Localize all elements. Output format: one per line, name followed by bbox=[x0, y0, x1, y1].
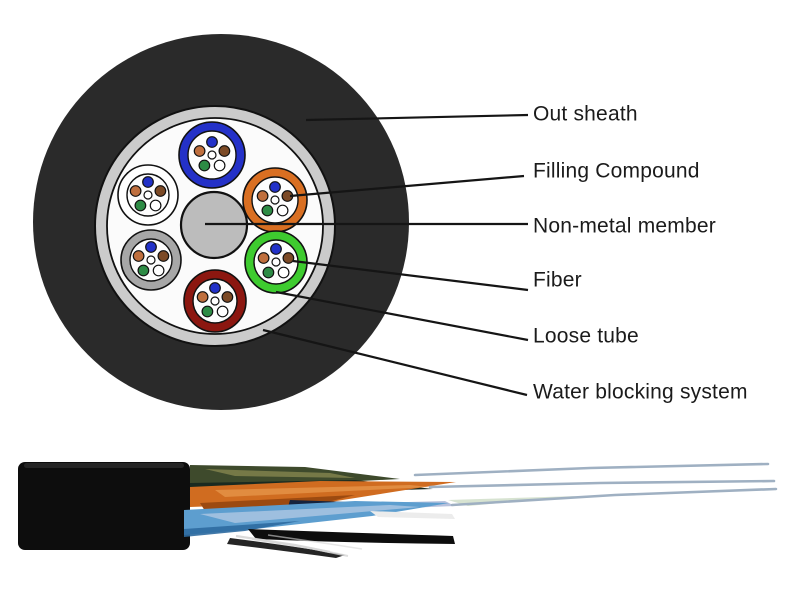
stripped-tube-orange-highlight bbox=[215, 485, 430, 497]
fiber-dot-brown bbox=[157, 250, 170, 262]
loose-tube-green bbox=[244, 230, 308, 294]
fiber-dot-green bbox=[262, 266, 275, 279]
fiber-dot-green bbox=[137, 264, 150, 277]
loose-tube-gray bbox=[120, 229, 182, 291]
stripped-tube-olive-highlight bbox=[205, 469, 355, 478]
label-non-metal-member: Non-metal member bbox=[533, 214, 716, 238]
label-loose-tube: Loose tube bbox=[533, 324, 639, 348]
fiber-dot-blue bbox=[209, 282, 221, 294]
fiber-dot-center-white bbox=[210, 296, 220, 306]
fiber-dot-center-white bbox=[271, 257, 281, 267]
fiber-dot-orange bbox=[196, 291, 209, 303]
label-water-blocking-system: Water blocking system bbox=[533, 380, 748, 404]
optical-fiber-strand-1 bbox=[413, 462, 770, 477]
fiber-dot-brown bbox=[221, 291, 234, 303]
cable-jacket bbox=[18, 462, 190, 550]
fiber-dot-center-white bbox=[146, 255, 156, 265]
fiber-dot-brown bbox=[154, 185, 167, 197]
fiber-dot-brown bbox=[282, 252, 295, 264]
fiber-dot-white bbox=[152, 264, 165, 277]
cross-section-diagram bbox=[33, 34, 409, 410]
stripped-tube-blue-highlight bbox=[200, 505, 420, 523]
fiber-dot-white bbox=[276, 204, 289, 217]
fiber-dot-white bbox=[149, 199, 162, 212]
cable-photo bbox=[18, 462, 778, 558]
fiber-dot-white bbox=[277, 266, 290, 279]
fiber-dot-orange bbox=[256, 190, 269, 202]
fiber-dot-center-white bbox=[207, 150, 217, 160]
fiber-dot-blue bbox=[269, 181, 281, 193]
fiber-dot-green bbox=[198, 159, 211, 172]
stripped-tube-blue-shadow bbox=[184, 521, 300, 537]
leader-line-fiber bbox=[292, 259, 529, 292]
fiber-dot-center-white bbox=[143, 190, 153, 200]
fiber-dot-center-white bbox=[270, 195, 280, 205]
aramid-wisp-3 bbox=[267, 534, 363, 550]
fiber-dot-orange bbox=[129, 185, 142, 197]
white-strand bbox=[370, 511, 455, 519]
cable-jacket-sheen bbox=[24, 463, 184, 468]
stripped-tube-orange-shadow bbox=[200, 495, 355, 511]
aramid-wisp-2 bbox=[251, 538, 349, 557]
optical-fiber-strand-3 bbox=[450, 487, 778, 507]
stripped-strand-black-2 bbox=[227, 538, 345, 558]
leader-line-loose-tube bbox=[275, 290, 529, 342]
fiber-dot-orange bbox=[257, 252, 270, 264]
loose-tube-blue bbox=[178, 121, 246, 189]
leader-lines bbox=[205, 113, 529, 397]
fiber-dot-white bbox=[216, 305, 229, 318]
leader-line-filling-compound bbox=[289, 174, 525, 198]
fiber-dot-blue bbox=[206, 136, 218, 148]
leader-line-out-sheath bbox=[305, 113, 529, 122]
fiber-dot-green bbox=[201, 305, 214, 318]
label-out-sheath: Out sheath bbox=[533, 102, 638, 126]
fiber-dot-orange bbox=[132, 250, 145, 262]
fiber-dot-blue bbox=[145, 241, 157, 253]
fiber-dot-brown bbox=[218, 145, 231, 157]
leader-line-water-blocking-system bbox=[262, 328, 528, 397]
fiber-dot-orange bbox=[193, 145, 206, 157]
fiber-dot-blue bbox=[142, 176, 154, 188]
loose-tube-orange bbox=[242, 167, 308, 233]
label-fiber: Fiber bbox=[533, 268, 582, 292]
fiber-dot-blue bbox=[270, 243, 282, 255]
optical-fiber-strand-2 bbox=[428, 479, 776, 489]
loose-tube-white bbox=[117, 164, 179, 226]
label-filling-compound: Filling Compound bbox=[533, 159, 700, 183]
fiber-dot-green bbox=[134, 199, 147, 212]
fiber-dot-white bbox=[213, 159, 226, 172]
fiber-dot-green bbox=[261, 204, 274, 217]
loose-tube-maroon bbox=[183, 269, 247, 333]
